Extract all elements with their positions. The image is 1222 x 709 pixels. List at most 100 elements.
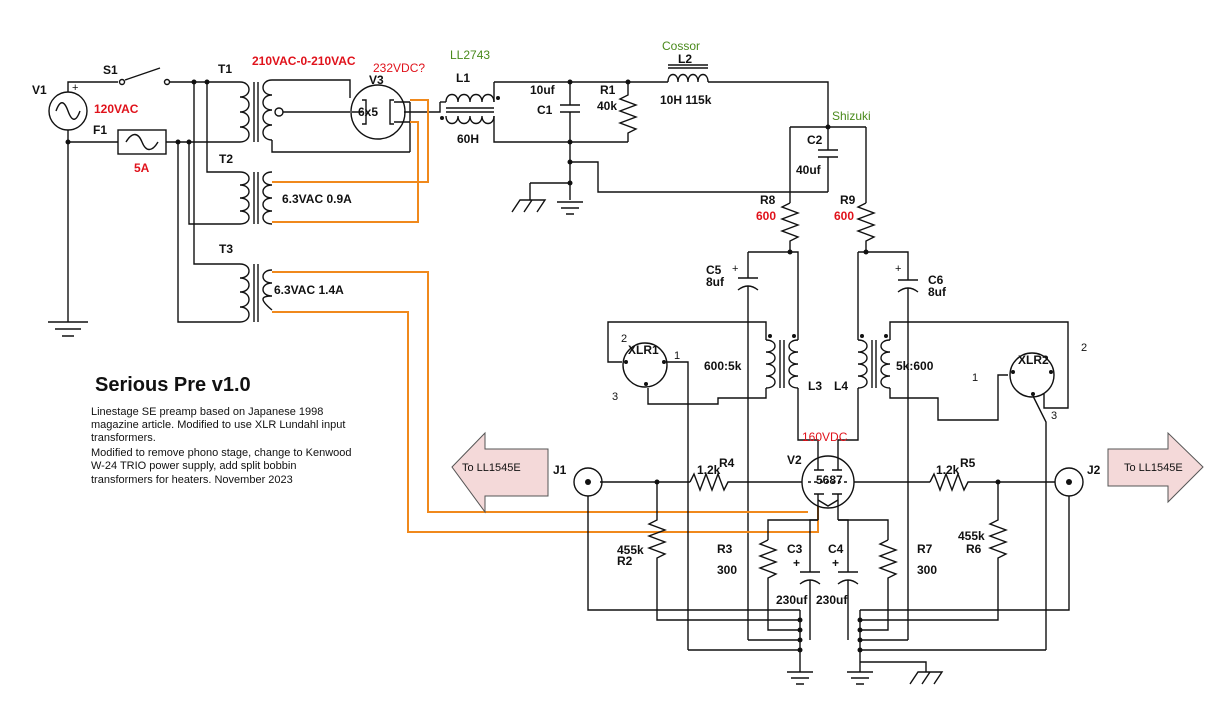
r5-resistor — [929, 472, 1055, 492]
r4-resistor — [689, 472, 802, 492]
c3-label: C3 — [787, 542, 803, 556]
r8-label: R8 — [760, 193, 776, 207]
l2-value: 10H 115k — [660, 93, 712, 107]
t1-transformer — [231, 79, 284, 143]
svg-text:+: + — [895, 263, 901, 275]
v1-label: V1 — [32, 83, 47, 97]
output-arrow-left-label: To LL1545E — [462, 462, 521, 474]
c6-capacitor: + — [895, 263, 919, 640]
ground-symbol-right-channel — [847, 671, 873, 685]
c4-value: 230uf — [816, 593, 848, 607]
t1-value: 210VAC-0-210VAC — [252, 54, 356, 68]
c4-label: C4 — [828, 542, 844, 556]
c3-capacitor: + — [793, 556, 821, 640]
description-line-6: transformers for heaters. November 2023 — [91, 474, 293, 486]
j1-output-jack — [573, 467, 800, 611]
v3-note: 232VDC? — [373, 61, 425, 75]
l3-label: L3 — [808, 379, 822, 393]
r3-value: 300 — [717, 563, 737, 577]
s1-switch — [118, 67, 171, 86]
xlr2-connector — [1009, 352, 1055, 650]
v3-label: V3 — [369, 73, 384, 87]
r3-resistor — [758, 539, 800, 631]
v2-value: 5687 — [816, 473, 843, 487]
l2-brand: Cossor — [662, 39, 700, 53]
r9-value: 600 — [834, 209, 854, 223]
svg-text:+: + — [793, 556, 800, 570]
r6-value: 455k — [958, 529, 985, 543]
r2-label: R2 — [617, 554, 633, 568]
c1-label: C1 — [537, 103, 553, 117]
c4-capacitor: + — [832, 556, 859, 640]
r4-value: 1.2k — [697, 463, 721, 477]
c1-value: 10uf — [530, 83, 556, 97]
l1-brand: LL2743 — [450, 48, 490, 62]
r6-resistor — [860, 482, 1008, 621]
r9-resistor — [856, 202, 876, 252]
r2-resistor — [647, 482, 800, 621]
l1-label: L1 — [456, 71, 470, 85]
r7-value: 300 — [917, 563, 937, 577]
l1-choke — [440, 93, 500, 125]
r9-label: R9 — [840, 193, 856, 207]
r4-label: R4 — [719, 456, 735, 470]
j2-output-jack — [860, 467, 1084, 611]
j2-label: J2 — [1087, 463, 1101, 477]
ground-symbol-c1 — [557, 201, 583, 215]
s1-label: S1 — [103, 63, 118, 77]
xlr1-connector — [622, 342, 689, 650]
c6-label: C6 — [928, 273, 944, 287]
l2-choke — [667, 64, 709, 83]
f1-label: F1 — [93, 123, 107, 137]
xlr2-pin2: 2 — [1081, 342, 1087, 354]
description-line-1: Linestage SE preamp based on Japanese 19… — [91, 406, 323, 418]
t2-label: T2 — [219, 152, 233, 166]
xlr1-pin2: 2 — [621, 333, 627, 345]
t3-transformer — [239, 263, 273, 323]
v2-label: V2 — [787, 453, 802, 467]
l3-input-transformer — [765, 334, 799, 389]
c2-capacitor — [818, 149, 838, 192]
c5-value: 8uf — [706, 275, 725, 289]
t1-label: T1 — [218, 62, 232, 76]
r7-resistor — [860, 539, 898, 631]
xlr1-pin1: 1 — [674, 350, 680, 362]
l4-input-transformer — [857, 334, 891, 389]
v2-tube-5687 — [801, 455, 855, 520]
description-line-4: Modified to remove phono stage, change t… — [91, 447, 352, 459]
r1-value: 40k — [597, 99, 617, 113]
description-line-3: transformers. — [91, 432, 156, 444]
c2-label: C2 — [807, 133, 823, 147]
v1-value: 120VAC — [94, 102, 139, 116]
svg-text:+: + — [732, 263, 738, 275]
t3-label: T3 — [219, 242, 233, 256]
r5-value: 1.2k — [936, 463, 960, 477]
r2-value: 455k — [617, 543, 644, 557]
r8-value: 600 — [756, 209, 776, 223]
xlr2-label: XLR2 — [1018, 353, 1049, 367]
ground-symbol-chassis-left — [511, 183, 547, 213]
xlr1-label: XLR1 — [628, 343, 659, 357]
t3-value: 6.3VAC 1.4A — [274, 283, 344, 297]
description-line-2: magazine article. Modified to use XLR Lu… — [91, 419, 345, 431]
r6-label: R6 — [966, 542, 982, 556]
output-arrow-right-label: To LL1545E — [1124, 462, 1183, 474]
t2-transformer — [239, 171, 273, 225]
l2-label: L2 — [678, 52, 692, 66]
output-arrow-left — [451, 431, 549, 514]
r1-label: R1 — [600, 83, 616, 97]
output-arrow-right — [1107, 431, 1204, 504]
t2-value: 6.3VAC 0.9A — [282, 192, 352, 206]
c5-capacitor: + — [732, 252, 759, 640]
xlr2-pin1: 1 — [972, 372, 978, 384]
c5-label: C5 — [706, 263, 722, 277]
xlr1-pin3: 3 — [612, 391, 618, 403]
c3-value: 230uf — [776, 593, 808, 607]
c2-value: 40uf — [796, 163, 822, 177]
r1-resistor — [618, 82, 638, 142]
l3-value: 600:5k — [704, 359, 742, 373]
svg-text:+: + — [832, 556, 839, 570]
f1-fuse — [117, 129, 167, 155]
r7-label: R7 — [917, 542, 933, 556]
svg-text:+: + — [72, 82, 78, 94]
